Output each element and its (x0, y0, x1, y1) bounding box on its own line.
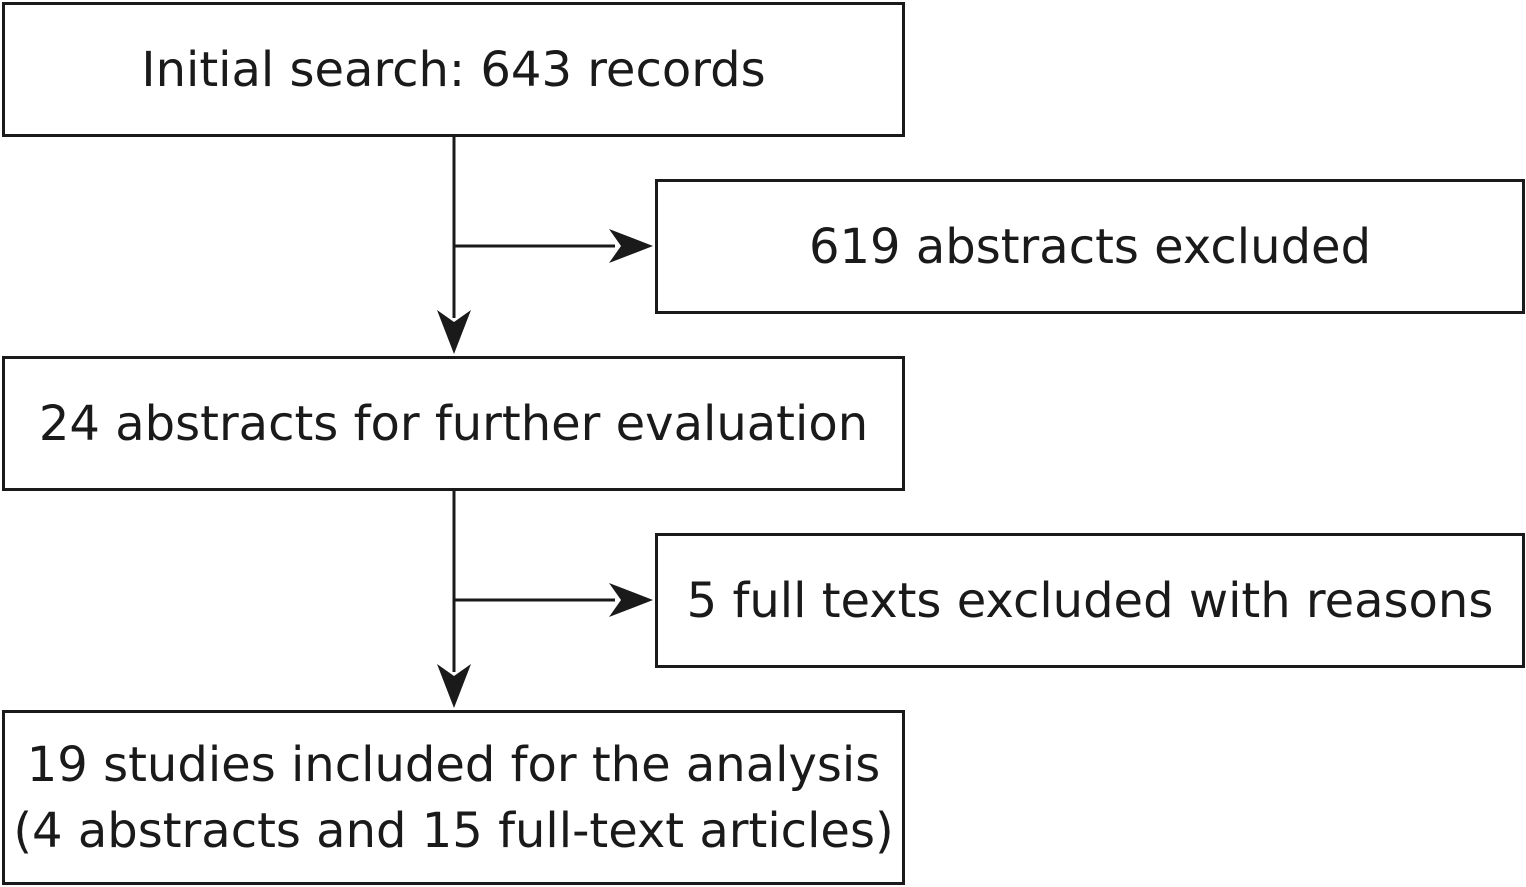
initial-search-box: Initial search: 643 records (2, 2, 905, 137)
arrowhead-down-2 (437, 664, 471, 708)
studies-included-line-1: 19 studies included for the analysis (26, 736, 881, 793)
initial-search-text: Initial search: 643 records (141, 41, 766, 98)
abstracts-excluded-box: 619 abstracts excluded (655, 179, 1525, 314)
studies-included-line-2: (4 abstracts and 15 full-text articles) (13, 802, 894, 859)
further-evaluation-box: 24 abstracts for further evaluation (2, 356, 905, 491)
further-evaluation-text: 24 abstracts for further evaluation (38, 395, 869, 452)
arrowhead-right-2 (609, 583, 653, 617)
abstracts-excluded-text: 619 abstracts excluded (808, 218, 1372, 275)
arrowhead-right-1 (609, 229, 653, 263)
full-texts-excluded-box: 5 full texts excluded with reasons (655, 533, 1525, 668)
full-texts-excluded-text: 5 full texts excluded with reasons (686, 572, 1494, 629)
studies-included-box: 19 studies included for the analysis (4 … (2, 710, 905, 885)
arrowhead-down-1 (437, 310, 471, 354)
studies-included-lines: 19 studies included for the analysis (4 … (13, 732, 893, 864)
